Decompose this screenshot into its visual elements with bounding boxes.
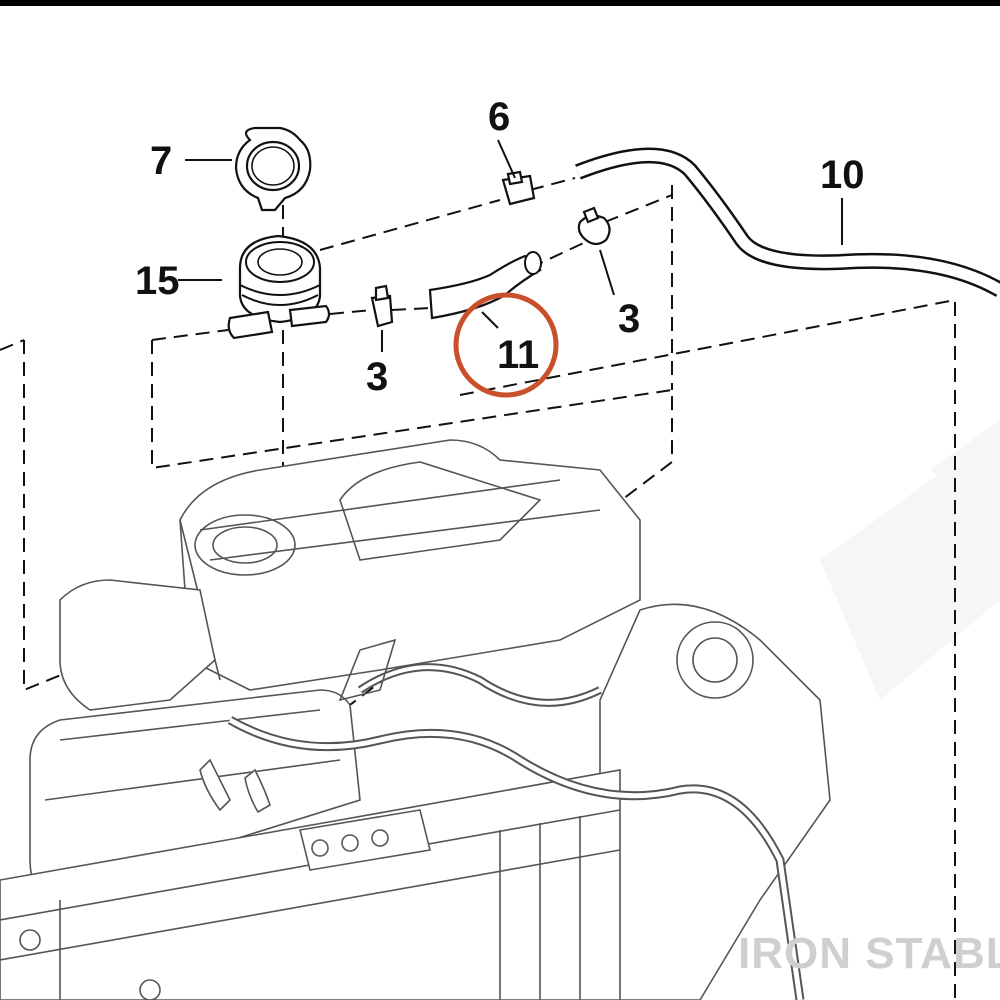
callout-6: 6 [488,95,510,139]
part-15-filler-housing [227,234,331,340]
callout-7: 7 [150,139,172,183]
top-border [0,0,1000,6]
highlight-circle-part-11 [453,292,559,398]
callout-15: 15 [135,259,180,303]
engine-assembly-illustration [0,439,831,1000]
callout-10: 10 [820,153,865,197]
callout-3-right: 3 [618,297,640,341]
part-6-clamp [501,170,536,206]
leader-lines [178,139,843,352]
callout-3-left: 3 [366,355,388,399]
callout-11: 11 [497,333,539,377]
part-3-right-clamp [577,206,611,246]
part-7-cap-gasket [234,126,312,212]
part-3-left-clamp [370,284,394,328]
watermark-text: IRON STABLE [738,929,1000,978]
part-11-hose [428,251,542,320]
part-10-hose [575,147,1000,297]
